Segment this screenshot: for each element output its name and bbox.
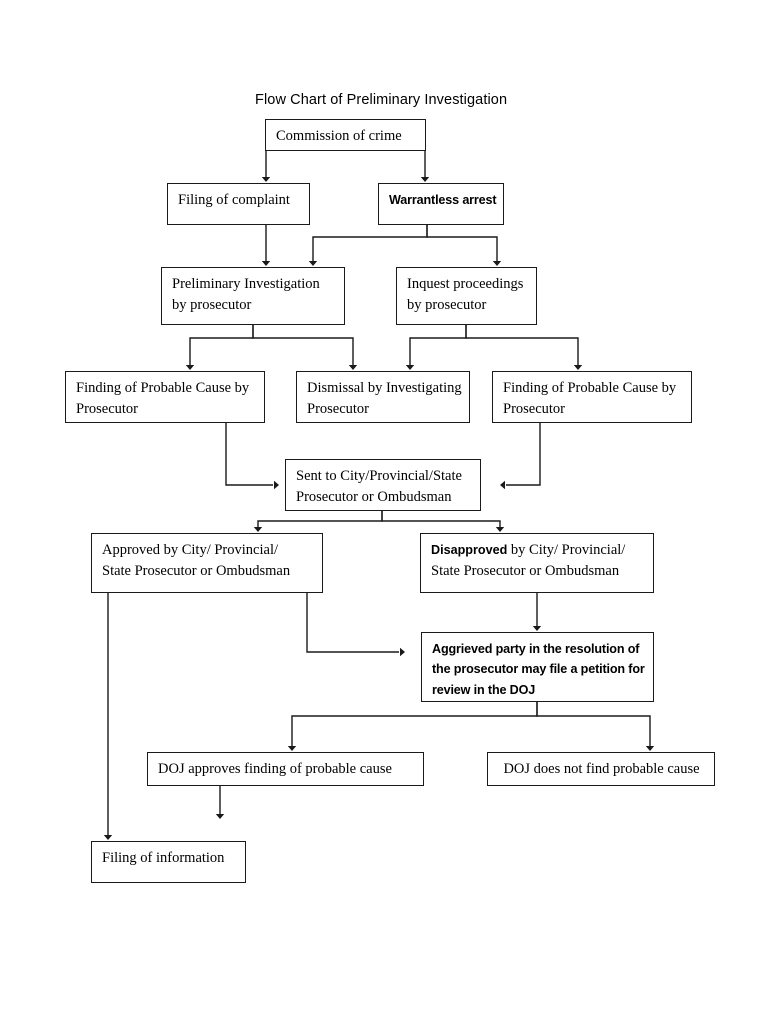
- node-approved-by-prosecutor: Approved by City/ Provincial/State Prose…: [91, 533, 323, 593]
- node-finding-probable-cause-left: Finding of Probable Cause by Prosecutor: [65, 371, 265, 423]
- node-label-emphasis: Disapproved: [431, 543, 508, 557]
- arrowhead: [420, 177, 430, 182]
- arrowhead: [495, 527, 505, 532]
- arrowhead: [215, 814, 225, 819]
- node-label-line: Disapproved by City/ Provincial/: [431, 540, 644, 561]
- node-label-line: Aggrieved party in the resolution of: [432, 642, 640, 656]
- connector-prelim-to-dismissal: [252, 325, 358, 370]
- connector-complaint-to-prelim: [261, 225, 271, 266]
- arrowhead: [348, 365, 358, 370]
- connector-approved-to-aggrieved: [306, 593, 405, 657]
- node-label-line: the prosecutor may file a petition for: [432, 662, 645, 677]
- node-label-line: DOJ does not find probable cause: [503, 761, 700, 777]
- connector-aggrieved-to-doj-approves: [287, 702, 538, 751]
- node-filing-of-information: Filing of information: [91, 841, 246, 883]
- node-label-line: Commission of crime: [276, 128, 402, 144]
- node-label-line: Prosecutor or Ombudsman: [296, 489, 452, 506]
- connector-disapproved-to-aggrieved: [532, 593, 542, 631]
- connector-warrantless-to-inquest: [426, 225, 502, 266]
- node-label-line: Prosecutor: [503, 401, 566, 418]
- arrowhead: [405, 365, 415, 370]
- node-label-line: Warrantless arrest: [389, 193, 497, 207]
- connector-doj-approves-down: [215, 786, 225, 819]
- node-doj-approves-probable-cause: DOJ approves finding of probable cause: [147, 752, 424, 786]
- node-label-line: DOJ approves finding of probable cause: [158, 761, 392, 777]
- node-label-line: Preliminary Investigation: [172, 276, 320, 292]
- node-doj-does-not-find-probable-cause: DOJ does not find probable cause: [487, 752, 715, 786]
- arrowhead: [573, 365, 583, 370]
- node-inquest-proceedings: Inquest proceedings by prosecutor: [396, 267, 537, 325]
- arrowhead: [261, 261, 271, 266]
- node-label-line: by prosecutor: [407, 297, 487, 314]
- arrowhead: [645, 746, 655, 751]
- node-label-line: review in the DOJ: [432, 682, 536, 697]
- arrowhead: [185, 365, 195, 370]
- node-label-line: State Prosecutor or Ombudsman: [431, 563, 620, 580]
- connector-crime-to-complaint: [261, 151, 271, 182]
- node-label-line: Finding of Probable Cause by: [76, 380, 250, 396]
- connector-inquest-to-dismissal: [405, 325, 467, 370]
- node-disapproved-by-prosecutor: Disapproved by City/ Provincial/State Pr…: [420, 533, 654, 593]
- node-filing-of-complaint: Filing of complaint: [167, 183, 310, 225]
- node-label-line: Dismissal by Investigating: [307, 380, 462, 396]
- node-aggrieved-party-petition: Aggrieved party in the resolution of the …: [421, 632, 654, 702]
- page-title: Flow Chart of Preliminary Investigation: [255, 92, 508, 108]
- arrowhead: [261, 177, 271, 182]
- arrowhead: [287, 746, 297, 751]
- node-preliminary-investigation: Preliminary Investigation by prosecutor: [161, 267, 345, 325]
- connector-sent-to-disapproved: [381, 511, 505, 532]
- node-commission-of-crime: Commission of crime: [265, 119, 426, 151]
- connector-prelim-to-finding-left: [185, 325, 254, 370]
- connector-warrantless-to-prelim: [308, 225, 428, 266]
- node-label-line: Inquest proceedings: [407, 276, 524, 292]
- node-label-rest: by City/ Provincial/: [507, 542, 626, 558]
- arrowhead: [492, 261, 502, 266]
- arrowhead: [308, 261, 318, 266]
- connector-finding-left-to-sent: [225, 423, 279, 490]
- arrowhead: [400, 647, 405, 657]
- connector-crime-to-warrantless: [420, 151, 430, 182]
- arrowhead: [532, 626, 542, 631]
- node-warrantless-arrest: Warrantless arrest: [378, 183, 504, 225]
- connector-inquest-to-finding-right: [465, 325, 583, 370]
- connector-finding-right-to-sent: [500, 423, 541, 490]
- node-finding-probable-cause-right: Finding of Probable Cause by Prosecutor: [492, 371, 692, 423]
- node-label-line: Finding of Probable Cause by: [503, 380, 677, 396]
- node-label-line: Prosecutor: [76, 401, 139, 418]
- node-label-line: Sent to City/Provincial/State: [296, 468, 462, 484]
- arrowhead: [274, 480, 279, 490]
- connector-aggrieved-to-doj-denies: [536, 702, 655, 751]
- node-label-line: Filing of complaint: [178, 192, 290, 208]
- node-label-line: Filing of information: [102, 850, 225, 866]
- node-label-line: Prosecutor: [307, 401, 370, 418]
- arrowhead: [253, 527, 263, 532]
- arrowhead: [500, 480, 505, 490]
- arrowhead: [103, 835, 113, 840]
- node-label-line: Approved by City/ Provincial/: [102, 542, 278, 558]
- node-label-line: State Prosecutor or Ombudsman: [102, 563, 291, 580]
- connector-sent-to-approved: [253, 511, 383, 532]
- node-label-line: by prosecutor: [172, 297, 252, 314]
- connector-approved-to-filing-information: [103, 593, 113, 840]
